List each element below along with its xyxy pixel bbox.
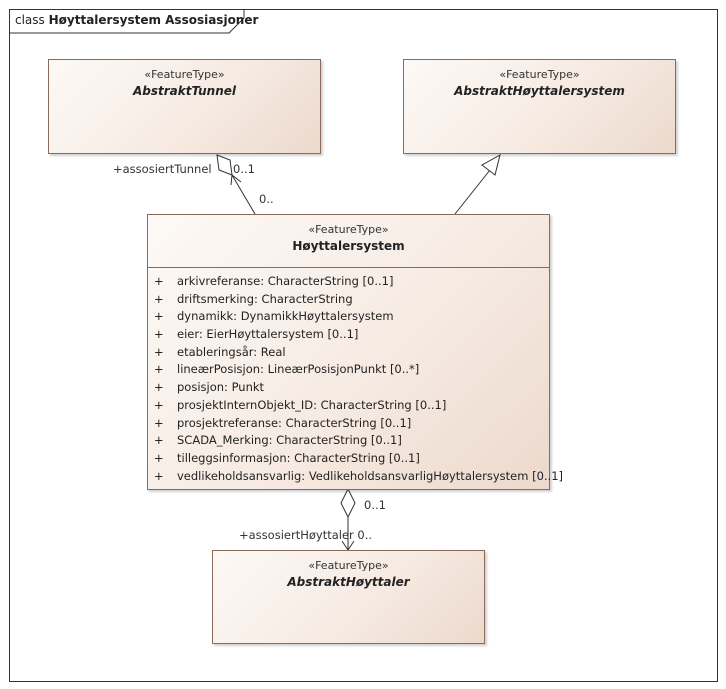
hoyttaler-role-label: +assosiertHøyttaler 0.. — [239, 528, 373, 542]
attribute-text: SCADA_Merking: CharacterString [0..1] — [177, 433, 402, 448]
class-abstrakt-hoyttaler[interactable]: «FeatureType» AbstraktHøyttaler — [212, 550, 485, 644]
diagram-title: class Høyttalersystem Assosiasjoner — [15, 13, 258, 27]
visibility-marker: + — [154, 344, 164, 359]
tunnel-multiplicity-top: 0..1 — [233, 162, 255, 176]
attribute-row[interactable]: + tilleggsinformasjon: CharacterString [0… — [148, 450, 549, 468]
diagram-title-tab: class Høyttalersystem Assosiasjoner — [9, 9, 258, 34]
hoyttaler-multiplicity-top: 0..1 — [364, 498, 386, 512]
visibility-marker: + — [154, 380, 164, 395]
tunnel-multiplicity-bottom: 0.. — [259, 192, 274, 206]
attribute-text: eier: EierHøyttalersystem [0..1] — [177, 327, 359, 342]
tunnel-aggregation-diamond — [216, 154, 233, 176]
attribute-row[interactable]: + vedlikeholdsansvarlig: Vedlikeholdsansv… — [148, 468, 563, 486]
attribute-row[interactable]: + etableringsår: Real — [148, 344, 549, 362]
class-hoyttalersystem[interactable]: «FeatureType» Høyttalersystem + arkivrefe… — [147, 214, 563, 490]
diagram-title-name: Høyttalersystem Assosiasjoner — [48, 13, 259, 27]
class-abstrakt-tunnel[interactable]: «FeatureType» AbstraktTunnel — [48, 59, 321, 154]
attribute-text: prosjektreferanse: CharacterString [0..1… — [177, 415, 412, 430]
class-name: AbstraktHøyttalersystem — [454, 84, 625, 98]
diagram-frame — [9, 9, 718, 682]
visibility-marker: + — [154, 450, 164, 465]
tunnel-navigability-arrow — [230, 174, 242, 186]
attribute-text: etableringsår: Real — [177, 344, 286, 359]
attribute-row[interactable]: + prosjektInternObjekt_ID: CharacterStrin… — [148, 397, 549, 415]
title-tab-outline — [9, 9, 245, 34]
attribute-compartment: +arkivreferanse: CharacterString [0..1]+… — [148, 267, 563, 486]
attribute-row[interactable]: + driftsmerking: CharacterString — [148, 291, 549, 309]
class-name: AbstraktTunnel — [132, 84, 236, 98]
visibility-marker: + — [154, 291, 164, 306]
class-abstrakt-hoyttalersystem[interactable]: «FeatureType» AbstraktHøyttalersystem — [403, 59, 676, 154]
diagram-title-prefix: class — [15, 13, 45, 27]
tunnel-role-label: +assosiertTunnel — [113, 162, 212, 176]
stereotype-label: «FeatureType» — [499, 68, 580, 81]
class-name: AbstraktHøyttaler — [287, 575, 410, 589]
hoyttaler-aggregation-diamond — [340, 487, 356, 519]
attribute-text: tilleggsinformasjon: CharacterString [0.… — [177, 450, 420, 465]
attribute-text: posisjon: Punkt — [177, 380, 265, 395]
visibility-marker: + — [154, 415, 164, 430]
attribute-text: vedlikeholdsansvarlig: Vedlikeholdsansva… — [177, 468, 564, 483]
class-name: Høyttalersystem — [292, 239, 405, 253]
visibility-marker: + — [154, 327, 164, 342]
attribute-row[interactable]: + eier: EierHøyttalersystem [0..1] — [148, 326, 549, 344]
attribute-row[interactable]: + arkivreferanse: CharacterString [0..1] — [148, 273, 549, 291]
visibility-marker: + — [154, 274, 164, 288]
visibility-marker: + — [154, 468, 164, 483]
attribute-row[interactable]: + lineærPosisjon: LineærPosisjonPunkt [0.… — [148, 361, 549, 379]
generalization-triangle — [481, 154, 501, 176]
visibility-marker: + — [154, 309, 164, 324]
visibility-marker: + — [154, 433, 164, 448]
tunnel-association-line[interactable] — [231, 174, 256, 215]
generalization-line[interactable] — [454, 169, 491, 215]
visibility-marker: + — [154, 362, 164, 377]
stereotype-label: «FeatureType» — [144, 68, 225, 81]
visibility-marker: + — [154, 397, 164, 412]
attribute-row[interactable]: + posisjon: Punkt — [148, 379, 549, 397]
stereotype-label: «FeatureType» — [308, 559, 389, 572]
attribute-row[interactable]: + dynamikk: DynamikkHøyttalersystem — [148, 308, 549, 326]
attribute-text: prosjektInternObjekt_ID: CharacterString… — [177, 397, 447, 412]
attribute-row[interactable]: + SCADA_Merking: CharacterString [0..1] — [148, 432, 549, 450]
stereotype-label: «FeatureType» — [308, 223, 389, 236]
attribute-text: driftsmerking: CharacterString — [177, 291, 353, 306]
attribute-text: dynamikk: DynamikkHøyttalersystem — [177, 309, 394, 324]
attribute-text: arkivreferanse: CharacterString [0..1] — [177, 274, 394, 288]
attribute-row[interactable]: + prosjektreferanse: CharacterString [0..… — [148, 415, 549, 433]
attribute-text: lineærPosisjon: LineærPosisjonPunkt [0..… — [177, 362, 420, 377]
